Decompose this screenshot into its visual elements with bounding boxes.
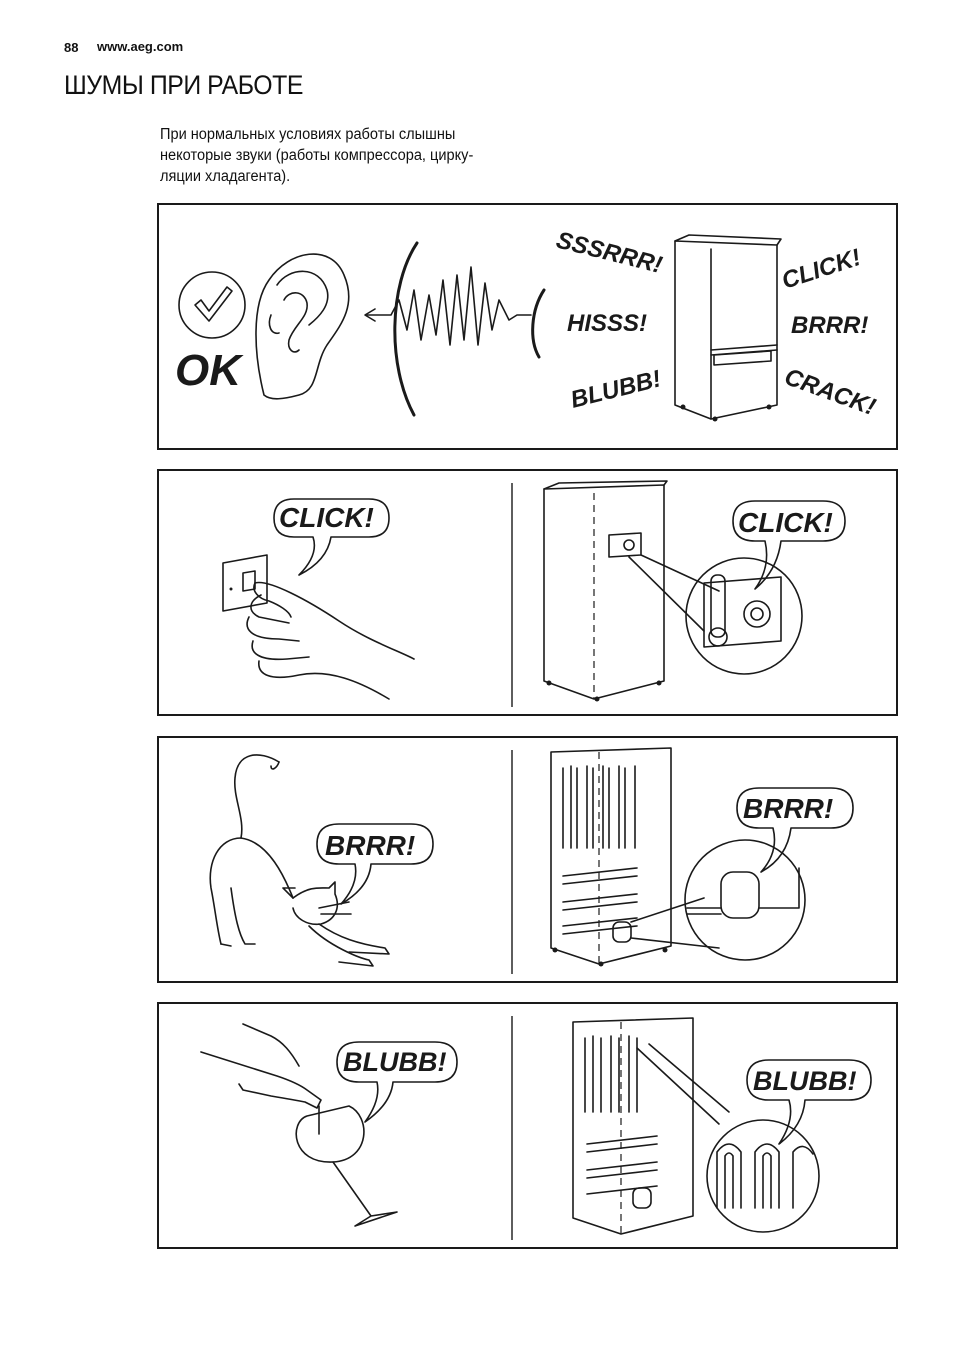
speech-bubble-right — [736, 787, 854, 873]
sound-brrr: BRRR! — [791, 312, 868, 339]
checkmark-icon — [178, 271, 246, 339]
panel-brrr: BRRR! BRRR! — [157, 736, 898, 983]
ok-label: OK — [175, 346, 244, 395]
sound-sssrrr: SSSRRR! — [554, 227, 665, 279]
coil-zoom-icon — [706, 1119, 820, 1233]
blubb-illustration: BLUBB! BLUBB! — [200, 1016, 872, 1240]
blubb-label-right: BLUBB! — [753, 1066, 856, 1096]
intro-line: ляции хладагента). — [160, 168, 291, 185]
sound-wave-icon — [364, 241, 546, 417]
sound-hisss: HISSS! — [567, 310, 647, 337]
overview-illustration: OK SSSRRR! HISSS! BLUBB! — [175, 227, 879, 422]
intro-line: При нормальных условиях работы слышны — [160, 126, 456, 143]
blubb-label-left: BLUBB! — [343, 1047, 446, 1077]
website-url: www.aeg.com — [97, 39, 184, 54]
wine-bottle-icon — [200, 1023, 322, 1109]
intro-line: некоторые звуки (работы компрессора, цир… — [160, 147, 474, 164]
page-number: 88 — [64, 40, 79, 55]
sound-crack: CRACK! — [781, 363, 879, 421]
panel-click: CLICK! — [157, 469, 898, 716]
speech-bubble-left — [316, 823, 434, 905]
click-illustration: CLICK! — [222, 480, 846, 707]
panel-overview: OK SSSRRR! HISSS! BLUBB! — [157, 203, 898, 450]
brrr-label-left: BRRR! — [325, 830, 415, 861]
speech-bubble-right — [732, 500, 846, 590]
sound-click: CLICK! — [779, 244, 865, 295]
hand-icon — [246, 581, 415, 700]
light-switch-icon — [222, 554, 268, 612]
brrr-illustration: BRRR! BRRR! — [209, 747, 854, 974]
wine-glass-icon — [295, 1105, 398, 1227]
speech-bubble-left — [273, 498, 390, 576]
cat-icon — [209, 754, 390, 967]
fridge-icon — [674, 234, 782, 422]
sound-blubb: BLUBB! — [568, 365, 664, 413]
page-title: ШУМЫ ПРИ РАБОТЕ — [64, 70, 303, 100]
brrr-label-right: BRRR! — [743, 793, 833, 824]
fridge-coils-icon — [572, 1017, 730, 1235]
click-label-left: CLICK! — [279, 502, 374, 533]
speech-bubble-left — [336, 1041, 458, 1123]
ear-icon — [255, 253, 350, 400]
speech-bubble-right — [746, 1059, 872, 1145]
compressor-zoom-icon — [684, 839, 806, 961]
intro-text: При нормальных условиях работы слышны не… — [160, 124, 498, 187]
click-label-right: CLICK! — [738, 507, 833, 538]
fridge-coils-icon — [550, 747, 720, 967]
thermostat-zoom-icon — [685, 557, 803, 675]
panel-blubb: BLUBB! BLUBB! — [157, 1002, 898, 1249]
fridge-icon — [543, 480, 720, 702]
